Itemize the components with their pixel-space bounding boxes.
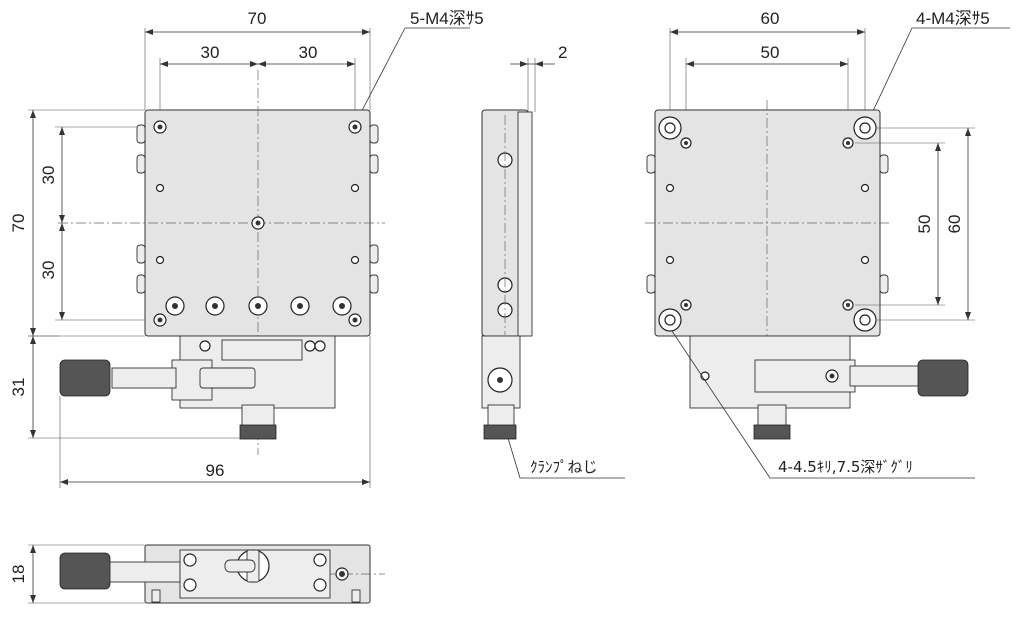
side-offset: 2: [558, 43, 567, 62]
front-mounting-holes: [153, 120, 362, 327]
front-height-lower: 30: [39, 261, 58, 280]
front-height-upper: 30: [39, 166, 58, 185]
lower-knob-icon: [59, 552, 111, 590]
lower-thickness: 18: [9, 565, 28, 584]
front-view: 70 30 30 5-M4深ｻ5 70 30 30: [9, 9, 484, 488]
bottom-height-total: 60: [945, 215, 964, 234]
front-height-total: 70: [9, 214, 28, 233]
front-hole-callout: 5-M4深ｻ5: [410, 9, 484, 28]
bottom-width-inner: 50: [761, 43, 780, 62]
bottom-knob-icon: [917, 359, 969, 397]
bottom-width-total: 60: [761, 9, 780, 28]
bottom-mounting-holes: [658, 116, 877, 332]
bottom-counterbore-callout: 4-4.5ｷﾘ,7.5深ｻﾞｸﾞﾘ: [778, 458, 913, 476]
clamp-screw-label: ｸﾗﾝﾌﾟねじ: [530, 458, 598, 476]
front-knob-height: 31: [9, 378, 28, 397]
front-width-left: 30: [201, 43, 220, 62]
front-clamp-screw-icon: [239, 424, 277, 440]
front-width-total: 70: [248, 9, 267, 28]
side-clamp-screw-icon: [483, 424, 517, 440]
front-width-right: 30: [299, 43, 318, 62]
side-view: 2 ｸﾗﾝﾌﾟねじ: [481, 43, 625, 479]
front-knob-icon: [59, 359, 111, 397]
bottom-clamp-screw-icon: [753, 424, 791, 440]
bottom-height-inner: 50: [915, 215, 934, 234]
lower-view: 18: [9, 544, 385, 604]
front-overall-length: 96: [206, 461, 225, 480]
bottom-view: 60 50 4-M4深ｻ5: [645, 9, 1010, 479]
bottom-hole-callout: 4-M4深ｻ5: [916, 9, 990, 28]
